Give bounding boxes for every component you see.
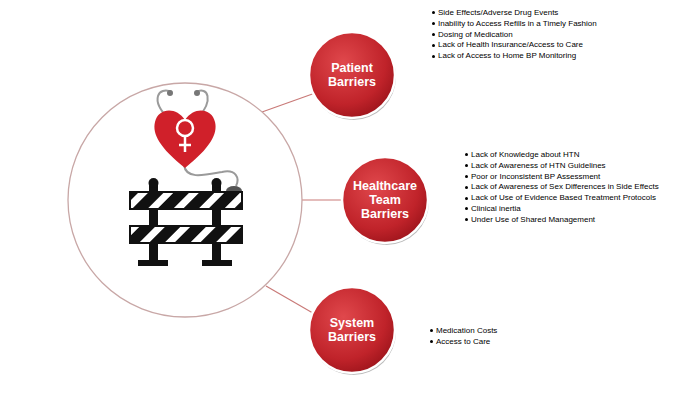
bullet-text: Access to Care <box>436 337 490 346</box>
bullet-item: Dosing of Medication <box>432 30 653 40</box>
main-circle <box>68 83 302 317</box>
bullet-text: Inability to Access Refills in a Timely … <box>438 19 597 28</box>
bullet-item: Lack of Use of Evidence Based Treatment … <box>465 193 676 203</box>
bullet-text: Lack of Access to Home BP Monitoring <box>438 51 576 60</box>
bullet-text: Clinical inertia <box>471 204 521 213</box>
bullet-item: Lack of Health Insurance/Access to Care <box>432 40 653 50</box>
bullet-item: Lack of Access to Home BP Monitoring <box>432 51 653 61</box>
leader-line <box>302 199 342 200</box>
bullet-dot <box>465 153 468 156</box>
bullet-item: Under Use of Shared Management <box>465 215 676 225</box>
bullet-text: Lack of Health Insurance/Access to Care <box>438 40 583 49</box>
bullet-item: Clinical inertia <box>465 204 676 214</box>
bullet-item: Inability to Access Refills in a Timely … <box>432 19 653 29</box>
leader-line <box>262 92 318 112</box>
barrier-circle: Patient Barriers <box>308 31 396 119</box>
bullet-item: Access to Care <box>430 337 596 347</box>
circle-label: System Barriers <box>316 316 388 344</box>
circle-label: Healthcare Team Barriers <box>349 179 421 221</box>
bullet-dot <box>432 55 435 58</box>
bullet-text: Lack of Awareness of Sex Differences in … <box>471 182 659 191</box>
bullet-item: Lack of Awareness of Sex Differences in … <box>465 182 676 192</box>
circle-label: Patient Barriers <box>316 61 388 89</box>
bullet-text: Under Use of Shared Management <box>471 215 595 224</box>
female-symbol <box>177 120 193 136</box>
bullet-text: Poor or Inconsistent BP Assessment <box>471 172 600 181</box>
bullet-dot <box>465 175 468 178</box>
bullet-text: Lack of Awareness of HTN Guidelines <box>471 161 606 170</box>
barricade <box>130 178 242 266</box>
bullet-text: Lack of Knowledge about HTN <box>471 150 580 159</box>
bullet-dot <box>432 33 435 36</box>
bullet-dot <box>465 207 468 210</box>
bullet-text: Medication Costs <box>436 326 497 335</box>
bullet-text: Lack of Use of Evidence Based Treatment … <box>471 193 656 202</box>
bullet-text: Side Effects/Adverse Drug Events <box>438 8 558 17</box>
bullet-item: Poor or Inconsistent BP Assessment <box>465 172 676 182</box>
bullet-dot <box>432 44 435 47</box>
heart <box>154 110 215 168</box>
bullet-item: Lack of Awareness of HTN Guidelines <box>465 161 676 171</box>
bullet-text: Dosing of Medication <box>438 30 513 39</box>
barrier-circle: Healthcare Team Barriers <box>341 156 429 244</box>
bullet-item: Lack of Knowledge about HTN <box>465 150 676 160</box>
bullet-dot <box>430 329 433 332</box>
bullet-dot <box>432 11 435 14</box>
bullet-dot <box>465 218 468 221</box>
bullet-item: Medication Costs <box>430 326 596 336</box>
bullet-dot <box>430 340 433 343</box>
leader-line <box>266 286 318 316</box>
barrier-circle: System Barriers <box>308 286 396 374</box>
bullet-dot <box>465 197 468 200</box>
bullet-dot <box>465 186 468 189</box>
bullet-item: Side Effects/Adverse Drug Events <box>432 8 653 18</box>
bullet-dot <box>465 164 468 167</box>
bullet-dot <box>432 22 435 25</box>
